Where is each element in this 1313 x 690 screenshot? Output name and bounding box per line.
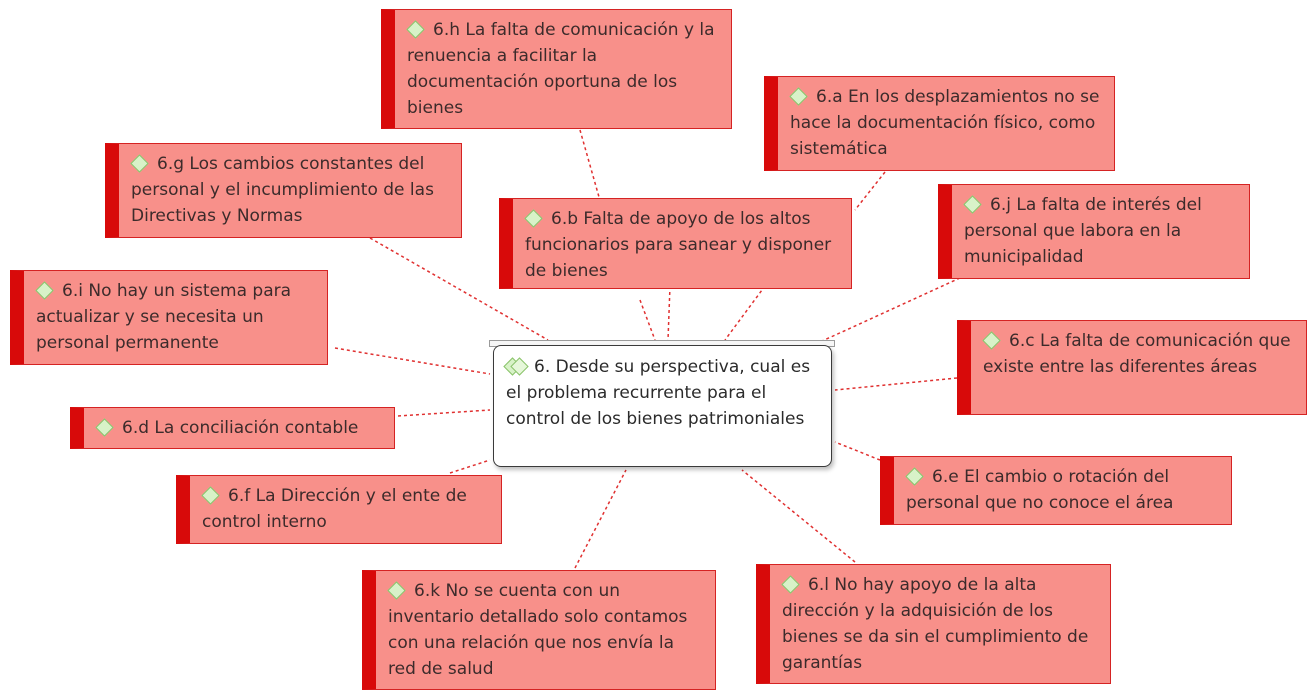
topic-6e[interactable]: 6.e El cambio o rotación del personal qu…	[880, 456, 1232, 525]
topic-text: 6.l No hay apoyo de la alta dirección y …	[782, 575, 1089, 673]
link-l	[741, 469, 856, 563]
diamond-icon	[524, 209, 543, 228]
diamond-icon	[789, 87, 808, 106]
topic-text: 6.c La falta de comunicación que existe …	[983, 331, 1291, 377]
topic-text: 6.d La conciliación contable	[122, 418, 359, 438]
diamond-icon	[982, 331, 1001, 350]
link-c	[834, 377, 958, 391]
topic-6i[interactable]: 6.i No hay un sistema para actualizar y …	[10, 270, 328, 365]
link-a	[854, 171, 886, 211]
topic-text: 6.i No hay un sistema para actualizar y …	[36, 281, 292, 353]
topic-6k[interactable]: 6.k No se cuenta con un inventario detal…	[362, 570, 716, 690]
diamond-icon	[201, 486, 220, 505]
diamond-icon	[95, 418, 114, 437]
topic-text: 6.j La falta de interés del personal que…	[964, 195, 1202, 267]
link-i	[334, 347, 491, 375]
topic-text: 6.h La falta de comunicación y la renuen…	[407, 20, 715, 118]
topic-6g[interactable]: 6.g Los cambios constantes del personal …	[105, 143, 462, 238]
link-h2	[639, 299, 656, 341]
diamond-icon	[905, 467, 924, 486]
link-a2	[724, 285, 766, 341]
link-j	[819, 277, 961, 343]
central-topic[interactable]: 6. Desde su perspectiva, cual es el prob…	[493, 345, 832, 467]
diamond-icon	[387, 581, 406, 600]
topic-6j[interactable]: 6.j La falta de interés del personal que…	[938, 184, 1250, 279]
link-f	[449, 459, 491, 474]
topic-text: 6.f La Dirección y el ente de control in…	[202, 486, 467, 532]
topic-6l[interactable]: 6.l No hay apoyo de la alta dirección y …	[756, 564, 1111, 684]
link-k	[574, 469, 627, 569]
topic-6a[interactable]: 6.a En los desplazamientos no se hace la…	[764, 76, 1115, 171]
diamond-icon	[406, 20, 425, 39]
topic-text: 6.g Los cambios constantes del personal …	[131, 154, 434, 226]
diamond-icon	[781, 575, 800, 594]
topic-6c[interactable]: 6.c La falta de comunicación que existe …	[957, 320, 1307, 415]
topic-6d[interactable]: 6.d La conciliación contable	[70, 407, 395, 449]
link-g	[369, 237, 549, 341]
diamond-icon	[35, 281, 54, 300]
link-d	[397, 409, 491, 417]
topic-6b[interactable]: 6.b Falta de apoyo de los altos funciona…	[499, 198, 852, 289]
topic-text: 6.a En los desplazamientos no se hace la…	[790, 87, 1100, 159]
topic-6h[interactable]: 6.h La falta de comunicación y la renuen…	[381, 9, 732, 129]
diamond-icon	[130, 154, 149, 173]
diamond-icon	[963, 195, 982, 214]
link-h	[579, 129, 600, 198]
link-e	[834, 441, 881, 461]
topic-text: 6.b Falta de apoyo de los altos funciona…	[525, 209, 832, 281]
topic-text: 6.e El cambio o rotación del personal qu…	[906, 467, 1174, 513]
link-b	[667, 285, 671, 341]
central-topic-text: 6. Desde su perspectiva, cual es el prob…	[506, 357, 811, 429]
topic-text: 6.k No se cuenta con un inventario detal…	[388, 581, 688, 679]
topic-6f[interactable]: 6.f La Dirección y el ente de control in…	[176, 475, 502, 544]
